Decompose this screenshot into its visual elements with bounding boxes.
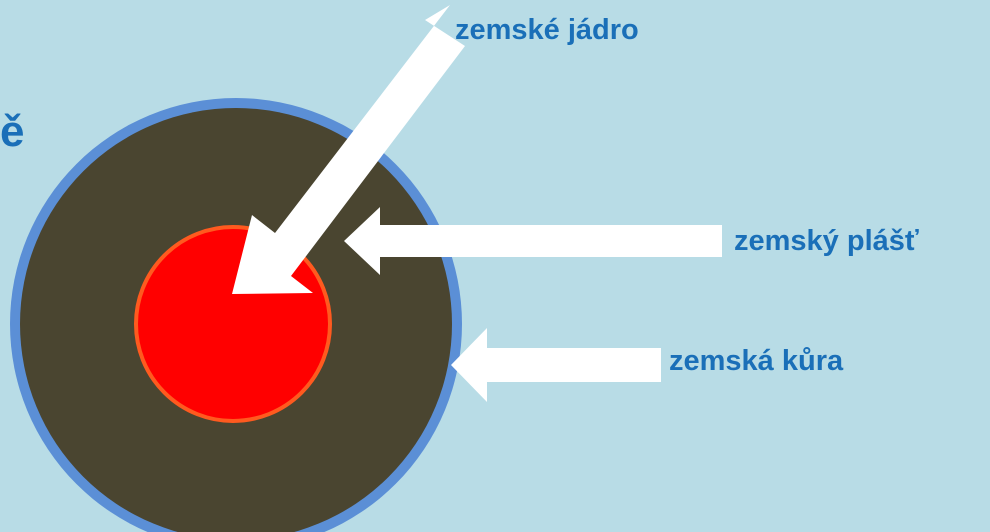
core-arrow xyxy=(232,5,465,294)
mantle-arrow xyxy=(344,207,722,275)
crust-arrow xyxy=(451,328,661,402)
label-mantle: zemský plášť xyxy=(734,225,919,257)
title-fragment: ě xyxy=(0,107,25,156)
label-core: zemské jádro xyxy=(455,14,639,46)
label-crust: zemská kůra xyxy=(669,345,844,377)
